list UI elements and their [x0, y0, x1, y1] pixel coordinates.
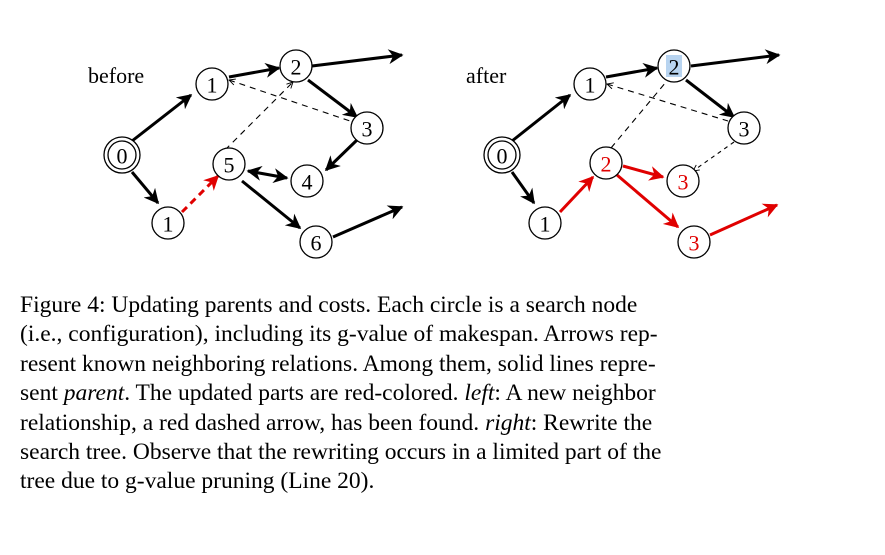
- before-panel: before 0 1 1 2: [88, 49, 404, 259]
- node-b1a: 1: [195, 67, 229, 101]
- node-label: 2: [291, 55, 302, 80]
- node-label: 3: [678, 170, 689, 195]
- node-label: 1: [163, 212, 174, 237]
- caption-line: (i.e., configuration), including its g-v…: [20, 321, 658, 348]
- caption-line: Figure 4: Updating parents and costs. Ea…: [20, 292, 638, 318]
- after-label: after: [466, 63, 507, 88]
- node-b1b: 1: [151, 206, 185, 240]
- edge-b2-b3: [307, 78, 359, 119]
- node-label: 1: [585, 73, 596, 98]
- node-label: 2: [601, 152, 612, 177]
- node-a1b: 1: [528, 206, 562, 240]
- edge-a2r-a3r2: [616, 173, 680, 229]
- edge-a0-a1b: [510, 171, 536, 205]
- figure-diagram: before 0 1 1 2: [88, 49, 781, 259]
- caption-line: resent known neighboring relations. Amon…: [20, 350, 656, 377]
- node-label: 3: [362, 117, 373, 142]
- text-selection-highlight: [666, 55, 682, 77]
- node-label: 2: [669, 55, 680, 80]
- edge-a2-out: [690, 49, 781, 68]
- edge-b2-out: [311, 49, 404, 68]
- node-a3r1: 3: [666, 164, 700, 198]
- edge-a3r2-out: [709, 203, 779, 237]
- caption-term-parent: parent: [63, 380, 125, 407]
- node-label: 1: [540, 212, 551, 237]
- edge-b1a-b2: [228, 63, 281, 79]
- caption-line: search tree. Observe that the rewriting …: [20, 439, 662, 466]
- node-label: 0: [117, 144, 128, 169]
- caption-term-left: left: [464, 380, 495, 407]
- node-label: 1: [207, 73, 218, 98]
- node-a3: 3: [727, 111, 761, 145]
- edge-a2r-a2: [610, 81, 667, 149]
- node-a3r2: 3: [677, 225, 711, 259]
- node-b3: 3: [350, 111, 384, 145]
- edge-b6-out: [332, 205, 404, 239]
- node-a0: 0: [483, 136, 521, 174]
- figure-caption: Figure 4: Updating parents and costs. Ea…: [20, 291, 860, 497]
- node-label: 5: [224, 153, 235, 178]
- node-b0: 0: [103, 136, 141, 174]
- edge-b0-b1a: [131, 93, 193, 143]
- edge-b1b-b5-new: [180, 174, 220, 214]
- edge-a3-a3r1: [693, 141, 735, 171]
- node-a2: 2: [657, 49, 691, 83]
- caption-text: sent: [20, 380, 64, 407]
- edge-b3-b4: [324, 138, 359, 172]
- node-a1a: 1: [573, 67, 607, 101]
- edge-a1a-a3: [607, 84, 729, 122]
- node-b4: 4: [290, 164, 324, 198]
- caption-text: relationship, a red dashed arrow, has be…: [20, 409, 486, 436]
- edge-a2r-a3r1: [622, 164, 665, 181]
- edge-a1a-a2: [605, 62, 659, 79]
- node-label: 3: [739, 117, 750, 142]
- edge-b5-b6: [241, 179, 302, 230]
- node-label: 0: [497, 144, 508, 169]
- node-b2: 2: [279, 49, 313, 83]
- caption-text: : Rewrite the: [530, 409, 653, 436]
- node-a2r: 2: [589, 146, 623, 180]
- after-panel: after 0 1 1 2: [466, 49, 781, 259]
- caption-term-right: right: [485, 409, 531, 436]
- caption-line: sent parent. The updated parts are red-c…: [20, 379, 860, 408]
- edge-b5-b2: [224, 82, 293, 151]
- node-b5: 5: [212, 147, 246, 181]
- edge-a0-a1a: [511, 93, 572, 143]
- node-label: 3: [689, 231, 700, 256]
- caption-line: tree due to g-value pruning (Line 20).: [20, 468, 375, 495]
- node-label: 6: [311, 231, 322, 256]
- before-label: before: [88, 63, 144, 88]
- node-b6: 6: [299, 225, 333, 259]
- edge-a1b-a2r: [558, 175, 595, 214]
- caption-line: relationship, a red dashed arrow, has be…: [20, 409, 860, 438]
- node-label: 4: [302, 170, 313, 195]
- caption-text: : A new neighbor: [494, 380, 656, 407]
- edge-a2-a3: [685, 78, 736, 119]
- edge-b0-b1b: [130, 171, 160, 205]
- caption-text: . The updated parts are red-colored.: [124, 380, 465, 407]
- edge-b5-b4: [246, 166, 289, 183]
